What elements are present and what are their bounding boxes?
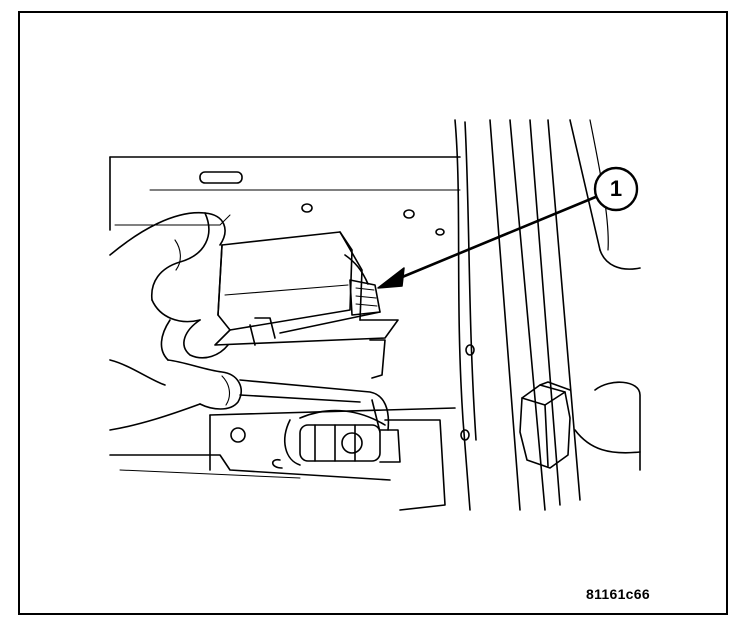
control-module xyxy=(214,231,399,379)
lower-bracket xyxy=(109,407,456,511)
frame-rail xyxy=(454,119,641,511)
callout-number: 1 xyxy=(609,176,623,201)
callout-circle xyxy=(593,166,639,212)
wire-harness xyxy=(239,379,401,469)
hand xyxy=(109,211,242,431)
mounting-panel xyxy=(109,156,461,236)
figure-id-label: 81161c66 xyxy=(586,586,650,602)
hex-bolt xyxy=(519,381,571,469)
leader-arrow xyxy=(377,194,600,289)
